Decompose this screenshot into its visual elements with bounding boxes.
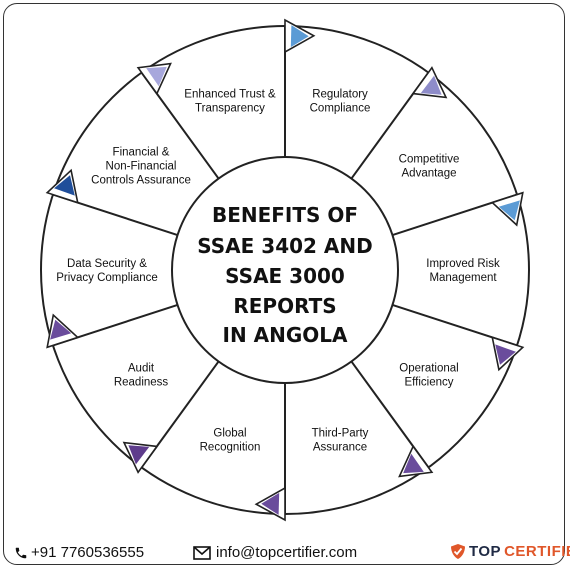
segment-marker-fill [261, 492, 280, 515]
segment-label-line: Audit [128, 363, 155, 375]
segment-marker-fill [290, 25, 309, 48]
segment-label-line: Competitive [399, 153, 460, 165]
segment-label-line: Controls Assurance [91, 174, 191, 186]
shield-logo-icon [451, 544, 465, 559]
segment-label-line: Transparency [195, 103, 265, 115]
segment-label-line: Recognition [200, 441, 261, 453]
center-title-line-4: REPORTS [233, 294, 336, 318]
segment-label-line: Financial & [113, 146, 170, 158]
segment-marker-fill [420, 75, 442, 95]
segment-label-line: Operational [399, 363, 458, 375]
outer-frame [3, 3, 565, 565]
segment-label-line: Readiness [114, 377, 169, 389]
segment-marker-fill [128, 445, 150, 465]
brand-logo: TOPCERTIFIER [450, 543, 570, 560]
segment-label-line: Enhanced Trust & [184, 89, 276, 101]
center-title-line-3: SSAE 3000 [225, 264, 345, 288]
segment-label-line: Improved Risk [426, 258, 500, 270]
segment-marker-fill [403, 453, 424, 474]
segment-marker-fill [498, 200, 520, 221]
footer: +91 7760536555 info@topcertifier.com TOP… [0, 540, 570, 566]
segment-label-line: Efficiency [404, 377, 453, 389]
segment-label-line: Non-Financial [106, 160, 177, 172]
segment-label-line: Compliance [310, 103, 371, 115]
brand-top: TOP [469, 543, 502, 560]
brand-certifier: CERTIFIER [504, 543, 570, 560]
segment-label-line: Third-Party [312, 427, 369, 439]
segment-label-line: Management [429, 272, 497, 284]
segment-label-line: Data Security & [67, 258, 147, 270]
segment-label-line: Regulatory [312, 89, 368, 101]
center-circle [171, 156, 399, 384]
center-title-line-1: BENEFITS OF [212, 203, 358, 227]
center-title-line-5: IN ANGOLA [223, 323, 349, 347]
segment-label-line: Global [213, 427, 246, 439]
segment-label-line: Assurance [313, 441, 367, 453]
segment-marker-fill [495, 344, 516, 365]
envelope-icon [193, 545, 211, 560]
phone-number: +91 7760536555 [31, 544, 145, 561]
center-title-line-2: SSAE 3402 AND [197, 234, 372, 258]
segment-marker-fill [54, 175, 75, 196]
email-contact[interactable]: info@topcertifier.com [193, 544, 357, 561]
phone-contact[interactable]: +91 7760536555 [14, 544, 144, 561]
segment-marker-fill [50, 319, 72, 340]
phone-icon [15, 547, 27, 558]
segment-marker-fill [146, 66, 167, 87]
email-address: info@topcertifier.com [216, 544, 358, 561]
segment-label-line: Privacy Compliance [56, 272, 158, 284]
segment-label-line: Advantage [402, 167, 457, 179]
